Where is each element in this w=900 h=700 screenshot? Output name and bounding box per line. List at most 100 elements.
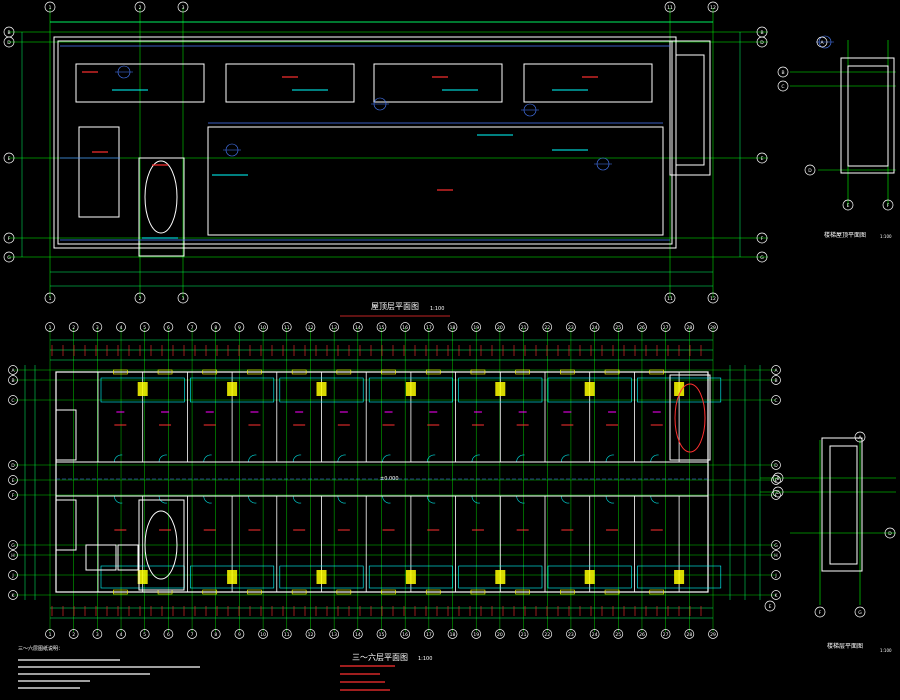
floor-axis-top-26-circle — [660, 322, 671, 332]
floor-axis-right-9: K — [771, 590, 781, 600]
floor-axis-bottom-11-circle — [305, 629, 316, 639]
floor-axis-bottom-10: 11 — [281, 629, 292, 639]
floor-axis-top-6: 7 — [187, 322, 197, 332]
floor-axis-left-7: H — [8, 550, 18, 560]
floor-axis-bottom-25-label: 26 — [639, 632, 645, 638]
door-swing-north — [426, 454, 436, 463]
roof-stair-oval — [144, 160, 178, 234]
north-bathroom-pod — [547, 377, 632, 403]
roof-stair-well — [138, 157, 185, 257]
floor-axis-bottom-24: 25 — [613, 629, 624, 639]
door-swing-north — [605, 454, 615, 463]
floor-axis-top-17-circle — [447, 322, 458, 332]
floor-axis-bottom-0-label: 1 — [49, 632, 52, 638]
floor-axis-bottom-28-circle — [708, 629, 718, 639]
floor-axis-top-18: 19 — [471, 322, 482, 332]
roof-axis-right-3-circle — [756, 232, 768, 244]
floor-axis-top-12-label: 13 — [331, 325, 337, 331]
floor-axis-bottom-12-circle — [329, 629, 339, 639]
south-shaft-marker — [495, 570, 506, 584]
floor-axis-top-5-circle — [163, 322, 174, 332]
roof-axis-top-3-circle — [664, 1, 676, 13]
door-swing-north — [516, 454, 525, 463]
floor-axis-top-25-circle — [637, 322, 647, 332]
floor-axis-top-3: 4 — [116, 322, 126, 332]
stair-roof-axis-3: D — [804, 164, 816, 176]
roof-axis-left-1-label: D — [7, 40, 11, 46]
stair-roof-axis-2: C — [777, 80, 789, 92]
floor-axis-top-7: 8 — [210, 322, 221, 332]
roof-axis-top-4-circle — [707, 1, 719, 13]
roof-drain-lines — [60, 45, 670, 241]
floor-axis-right-8-label: J — [774, 573, 776, 579]
floor-axis-bottom-21-circle — [542, 629, 553, 639]
door-swing-north — [158, 454, 168, 463]
floor-axis-right-3: D — [771, 460, 781, 470]
floor-axis-top-5: 6 — [163, 322, 174, 332]
floor-axis-bottom-20: 21 — [518, 629, 529, 639]
window-north — [560, 369, 575, 375]
roof-axis-top-0-label: 1 — [49, 5, 52, 11]
roof-axis-bottom-3: 11 — [664, 292, 676, 304]
roof-axis-right-4-label: G — [760, 255, 764, 261]
roof-axis-bottom-4-circle — [707, 292, 719, 304]
roof-plan-title: 屋顶层平面图 — [371, 302, 419, 311]
window-north — [425, 369, 441, 375]
floor-axis-bottom-13: 14 — [352, 629, 363, 639]
north-bathroom-pod — [637, 377, 722, 403]
typical-floor-title: 三～六层平面图 — [352, 652, 408, 662]
floor-axis-top-20-label: 21 — [521, 325, 527, 331]
floor-axis-top-3-label: 4 — [120, 325, 123, 331]
roof-hatch-left — [78, 126, 120, 218]
floor-axis-bottom-23: 24 — [589, 629, 600, 639]
floor-axis-bottom-16-label: 17 — [426, 632, 432, 638]
north-shaft-marker — [227, 382, 238, 396]
floor-axis-top-6-circle — [187, 322, 197, 332]
south-shaft-marker — [227, 570, 238, 584]
stair-roof-axis-3-label: D — [808, 168, 812, 174]
floor-axis-top-1-circle — [68, 322, 79, 332]
roof-axis-right-2: E — [756, 152, 768, 164]
door-swing-south — [337, 495, 346, 504]
floor-axis-top-10-circle — [281, 322, 292, 332]
roof-axis-left-3: F — [3, 232, 15, 244]
floor-axis-bottom-27-circle — [684, 629, 695, 639]
floor-axis-bottom-16-circle — [424, 629, 434, 639]
floor-axis-right-6-label: G — [774, 543, 778, 549]
north-shaft-marker — [405, 382, 416, 396]
stair-roof-axis-4-label: E — [847, 203, 850, 209]
roof-axis-top-1-circle — [134, 1, 146, 13]
window-north — [291, 369, 307, 375]
window-south — [336, 589, 352, 595]
door-swing-south — [650, 495, 659, 504]
floor-axis-left-8-label: J — [11, 573, 13, 579]
floor-axis-bottom-19-label: 20 — [497, 632, 503, 638]
floor-axis-top-19-label: 20 — [497, 325, 503, 331]
roof-axis-left-2: E — [3, 152, 15, 164]
floor-axis-right-7-label: H — [774, 553, 777, 559]
floor-axis-left-0: A — [8, 365, 18, 375]
roof-axis-bottom-0-label: 1 — [49, 296, 52, 302]
floor-axis-left-8: J — [8, 570, 18, 580]
north-shaft-marker — [674, 382, 685, 396]
roof-axis-right-3: F — [756, 232, 768, 244]
floor-axis-right-1-circle — [771, 375, 781, 385]
window-north — [113, 369, 128, 375]
floor-axis-bottom-2: 3 — [92, 629, 103, 639]
floor-axis-bottom-1-label: 2 — [72, 632, 75, 638]
floor-axis-top-13-label: 14 — [355, 325, 361, 331]
floor-axis-top-17: 18 — [447, 322, 458, 332]
floor-axis-top-21: 22 — [542, 322, 553, 332]
roof-axis-bottom-2-label: 3 — [182, 296, 185, 302]
stair-roof-axis-5: F — [882, 199, 894, 211]
floor-axis-right-1: B — [771, 375, 781, 385]
floor-axis-right-6: G — [771, 540, 781, 550]
roof-axis-left-3-circle — [3, 232, 15, 244]
floor-axis-bottom-5-label: 6 — [167, 632, 170, 638]
north-shaft-marker — [137, 382, 148, 396]
window-south — [113, 589, 128, 595]
floor-axis-top-24: 25 — [613, 322, 624, 332]
floor-axis-bottom-14: 15 — [376, 629, 387, 639]
floor-axis-bottom-15-circle — [400, 629, 411, 639]
stair-roof-axis-0: A — [816, 36, 828, 48]
